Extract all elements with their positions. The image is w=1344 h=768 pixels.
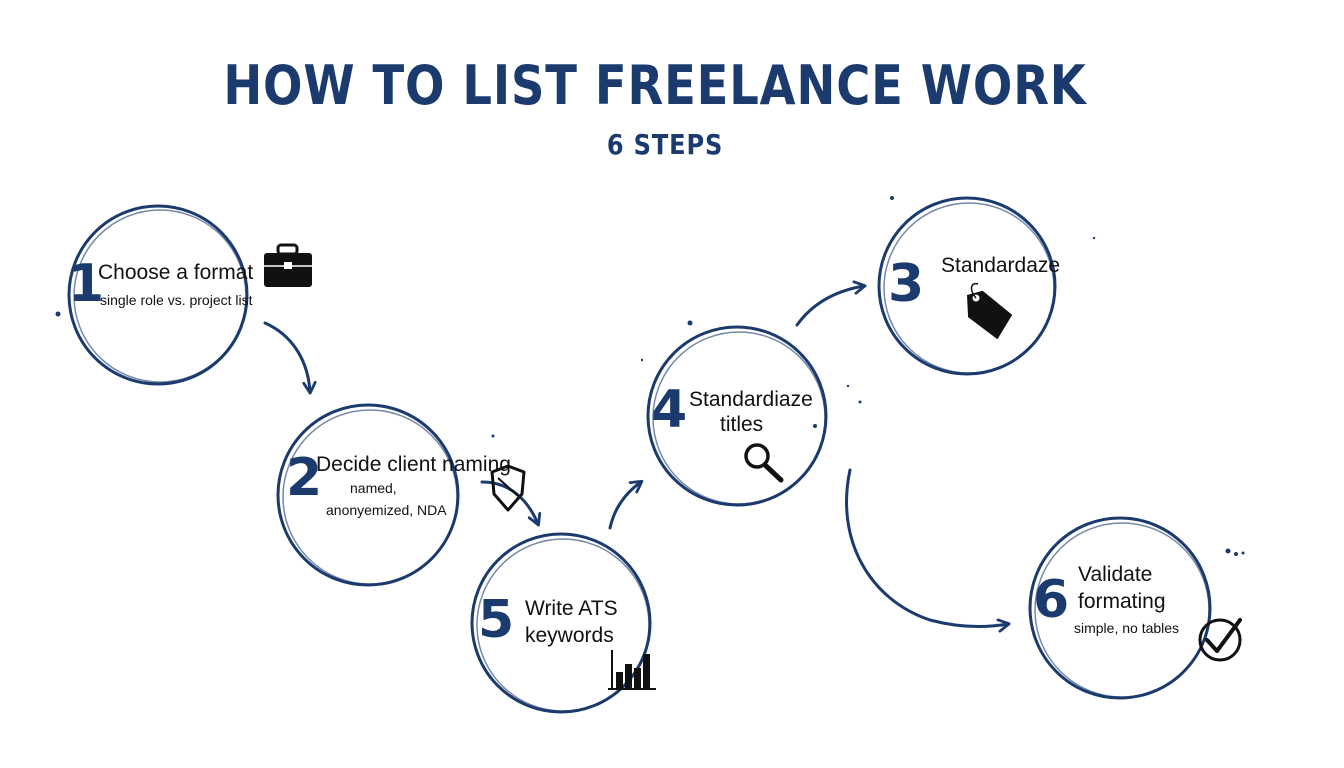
page-subtitle: 6 STEPS	[606, 128, 724, 161]
step-1-subtitle: single role vs. project list	[100, 292, 253, 308]
step-6-number: 6	[1033, 570, 1070, 630]
step-1-circle	[67, 204, 249, 386]
tag-icon	[966, 282, 1013, 340]
arrow-4-to-6	[845, 468, 1008, 627]
step-1-number: 1	[68, 254, 105, 314]
step-1-title: Choose a format	[98, 261, 254, 284]
step-2-subtitle-line-2: anonyemized, NDA	[326, 502, 447, 518]
step-5-title-line-1: Write ATS	[525, 597, 618, 620]
briefcase-icon	[264, 243, 312, 287]
step-2-subtitle-line-1: named,	[350, 480, 397, 496]
step-4-number: 4	[651, 380, 688, 440]
arrow-4-to-3	[795, 286, 864, 327]
page-title: HOW TO LIST FREELANCE WORK	[223, 54, 1087, 117]
step-5-number: 5	[478, 590, 515, 650]
bar-chart-icon	[608, 650, 656, 690]
arrow-5-to-4	[608, 482, 641, 530]
step-6-title-line-1: Validate	[1078, 563, 1153, 586]
step-2-number: 2	[286, 448, 323, 508]
step-4-title-line-1: Standardiaze	[689, 388, 813, 411]
shield-icon	[490, 464, 526, 512]
arrow-1-to-2	[263, 321, 310, 392]
step-4-title-line-2: titles	[720, 413, 764, 436]
step-3-circle	[877, 196, 1057, 376]
step-5-circle	[470, 532, 652, 714]
step-4-circle	[646, 325, 828, 507]
step-2-circle	[276, 403, 460, 587]
step-6-circle	[1028, 516, 1212, 700]
step-3-title: Standardaze	[941, 254, 1061, 277]
magnifier-icon	[744, 443, 784, 483]
step-6-subtitle: simple, no tables	[1074, 620, 1180, 636]
step-3-number: 3	[888, 254, 925, 314]
step-5-title-line-2: keywords	[525, 624, 614, 647]
step-6-title-line-2: formating	[1078, 590, 1166, 613]
step-2-title: Decide client naming	[316, 453, 511, 476]
check-circle-icon	[1198, 618, 1242, 662]
decorative-dots	[55, 196, 1245, 556]
